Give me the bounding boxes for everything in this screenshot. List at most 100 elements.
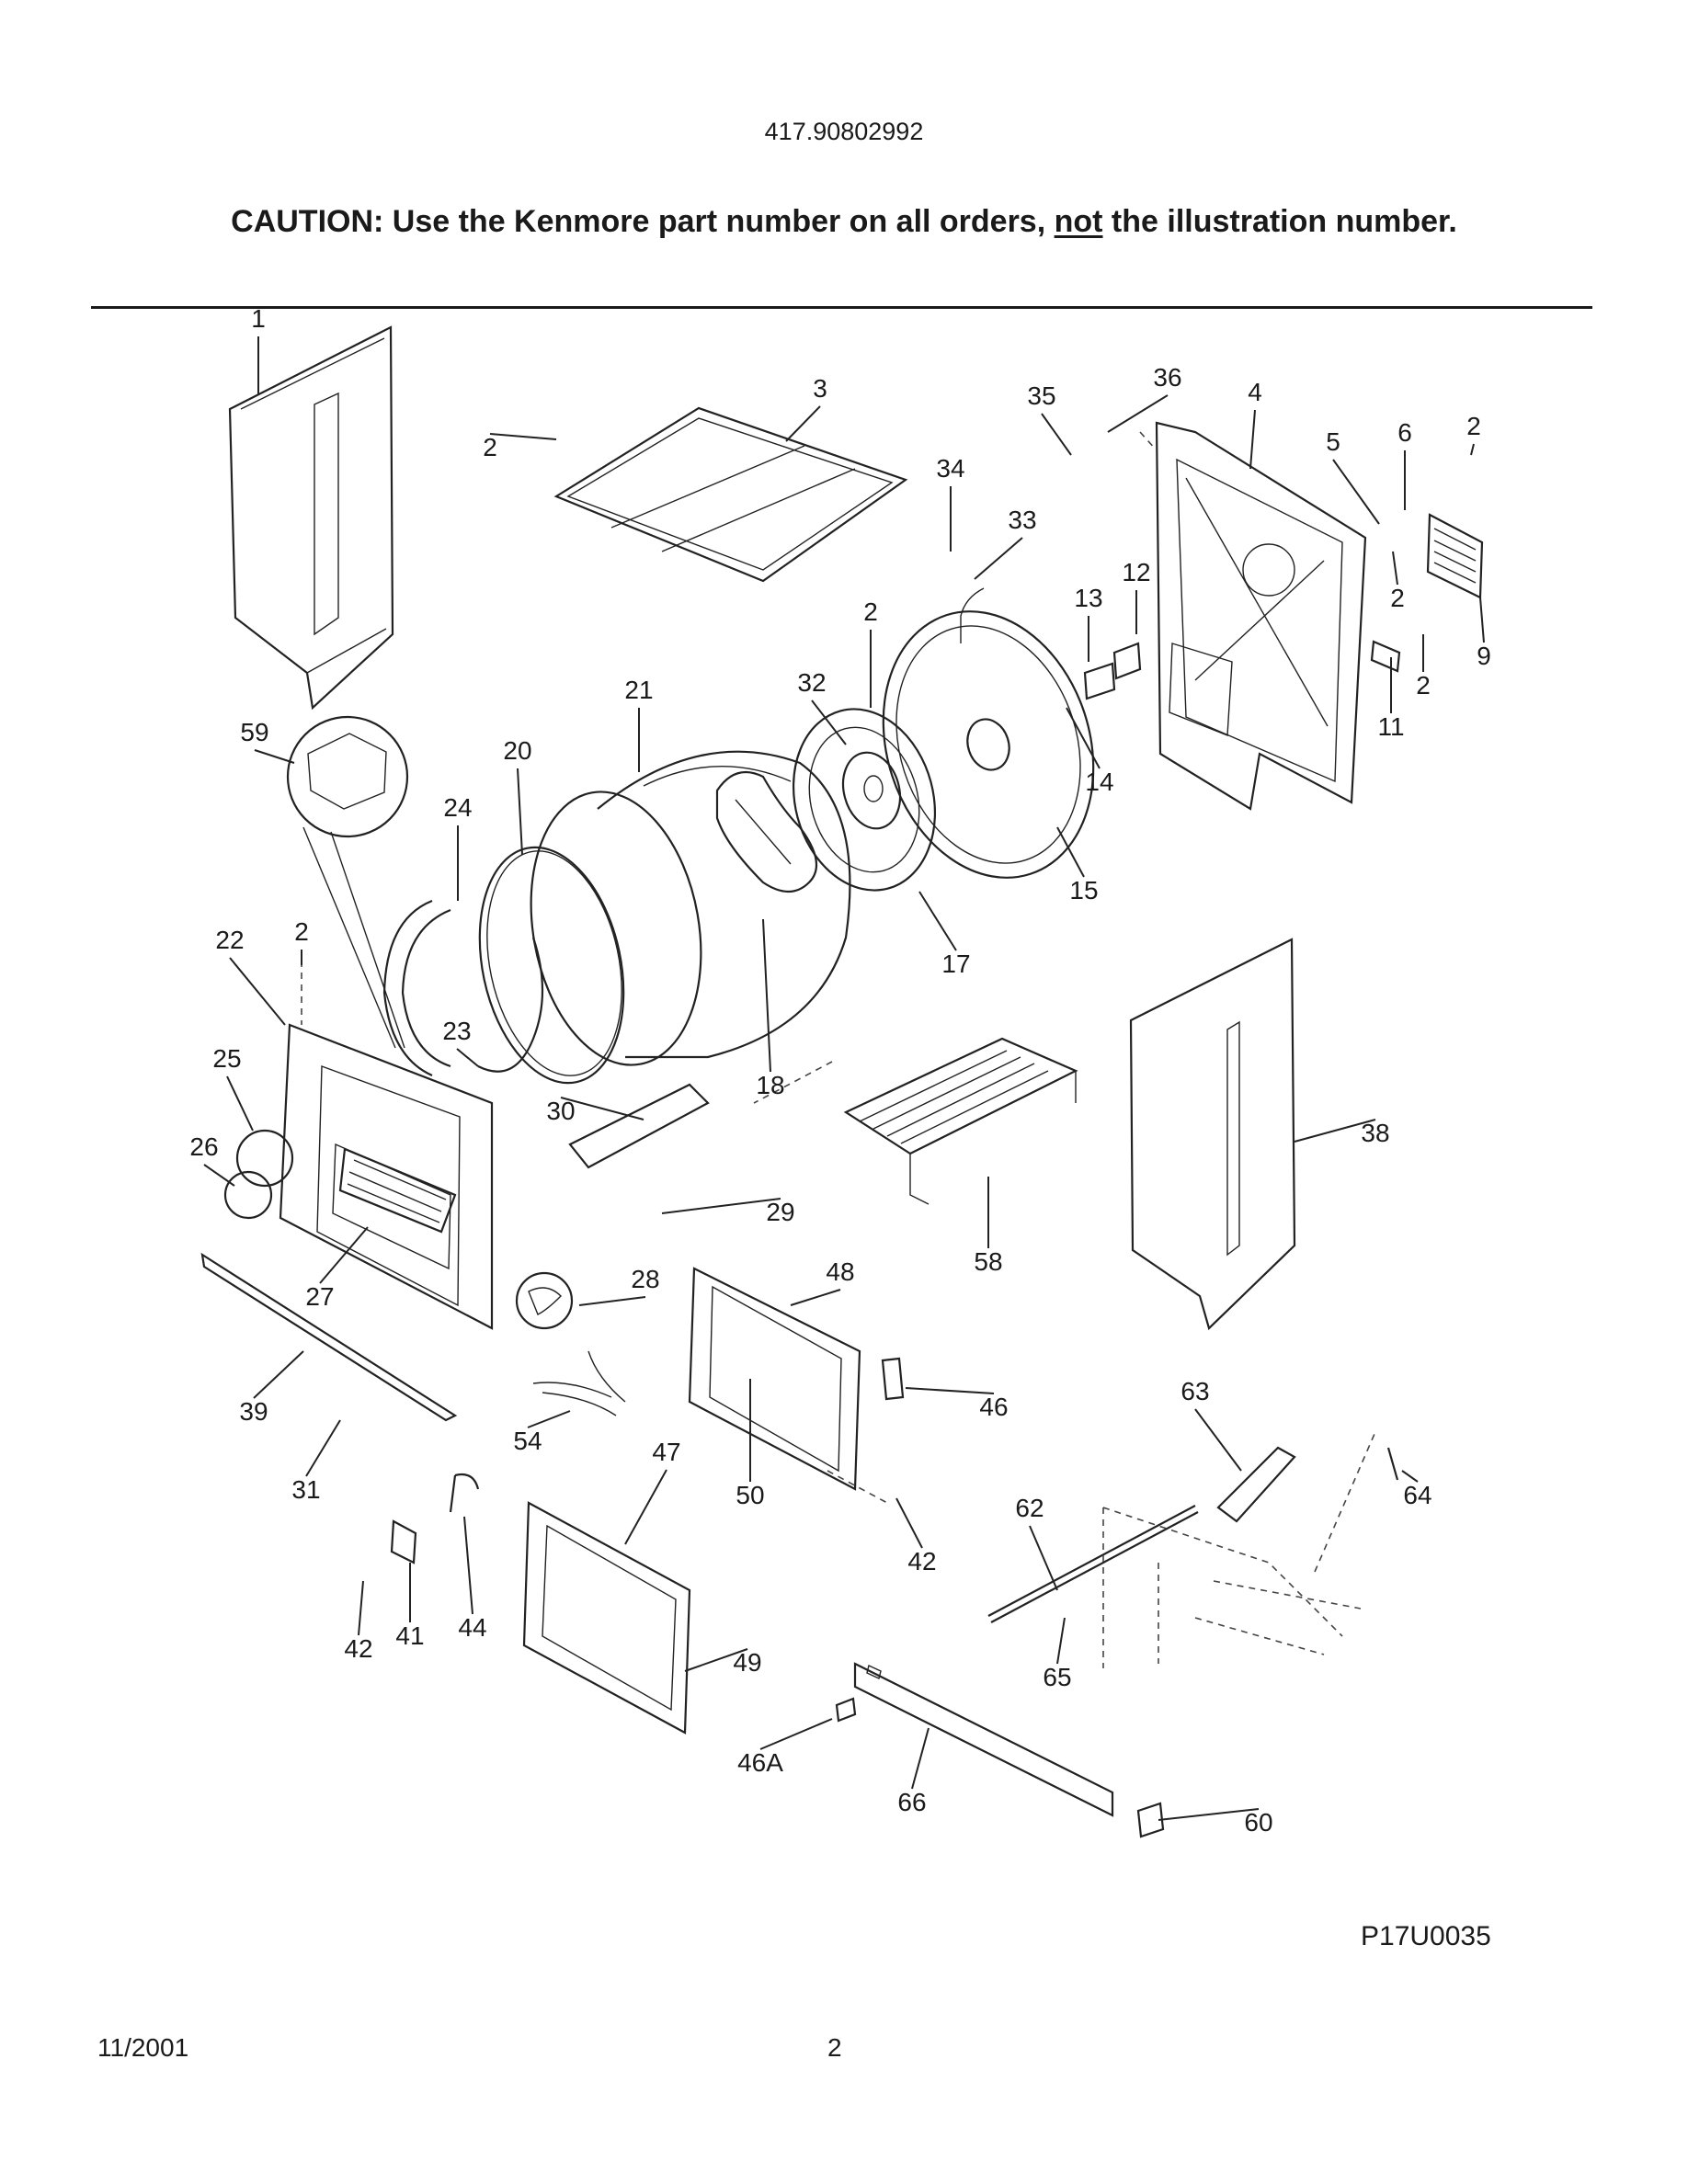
lint-duct-bracket xyxy=(568,1083,710,1169)
callout-label-c24: 24 xyxy=(443,793,472,822)
callout-label-c60: 60 xyxy=(1244,1808,1272,1837)
callout-label-c29: 29 xyxy=(766,1198,794,1226)
callout-leader-c38 xyxy=(1294,1119,1376,1143)
wire-harness xyxy=(532,1350,626,1416)
hinge-and-clip xyxy=(390,1473,480,1564)
callout-label-c49: 49 xyxy=(733,1648,761,1677)
vent-cover xyxy=(1426,513,1484,599)
callout-label-c30: 30 xyxy=(546,1097,575,1125)
callout-label-c42a: 42 xyxy=(907,1547,936,1575)
callout-label-c18: 18 xyxy=(756,1071,784,1099)
callout-label-c11: 11 xyxy=(1377,712,1404,741)
callout-label-c46: 46 xyxy=(979,1393,1008,1421)
felt-seal xyxy=(382,899,544,1077)
callout-label-c38: 38 xyxy=(1361,1119,1389,1147)
callout-label-c25: 25 xyxy=(212,1044,241,1073)
callout-label-c2d: 2 xyxy=(1390,584,1405,612)
thermostat-brackets xyxy=(1083,642,1142,700)
callout-leader-c20 xyxy=(517,768,523,856)
callout-label-c33: 33 xyxy=(1008,506,1036,534)
drum-baffles xyxy=(715,770,818,893)
callout-leader-c2b xyxy=(1470,443,1475,456)
callout-label-c66: 66 xyxy=(897,1788,926,1816)
callout-leader-c62 xyxy=(1029,1525,1058,1591)
callout-leader-c31 xyxy=(305,1419,341,1477)
callout-label-c54: 54 xyxy=(513,1427,542,1455)
callout-leader-c64 xyxy=(1401,1470,1419,1483)
callout-leader-c63 xyxy=(1194,1408,1242,1472)
callout-label-c32: 32 xyxy=(797,668,826,697)
callout-leader-c15 xyxy=(1056,826,1085,878)
rear-bulkhead xyxy=(1155,421,1367,811)
sensor-inset xyxy=(515,1271,574,1330)
callout-label-c35: 35 xyxy=(1027,381,1055,410)
callout-label-c4: 4 xyxy=(1248,378,1262,406)
callout-leader-c44 xyxy=(463,1516,473,1615)
drying-rack xyxy=(843,1037,1078,1205)
door-outer-panel xyxy=(688,1267,861,1491)
drum xyxy=(530,750,851,1066)
callout-leader-c32 xyxy=(811,700,847,745)
callout-label-c2c: 2 xyxy=(863,597,878,626)
door-inner-panel xyxy=(522,1501,691,1735)
callout-leader-c60 xyxy=(1158,1808,1260,1821)
header-divider xyxy=(91,306,1592,309)
callout-label-c59: 59 xyxy=(240,718,268,746)
callout-leader-c28 xyxy=(578,1296,646,1306)
callout-label-c46A: 46A xyxy=(737,1748,783,1777)
footer-page-number: 2 xyxy=(827,2033,842,2062)
drum-rear-wheel xyxy=(882,587,1095,879)
callout-label-c2f: 2 xyxy=(294,917,309,946)
callout-label-c20: 20 xyxy=(503,736,531,765)
callout-leader-c65 xyxy=(1056,1617,1066,1665)
callout-label-c13: 13 xyxy=(1074,584,1102,612)
door-switch-inset xyxy=(286,715,409,1049)
door-catch xyxy=(881,1357,905,1401)
callout-leader-c27 xyxy=(319,1226,369,1284)
callout-leader-c66 xyxy=(911,1727,930,1790)
callout-label-c2e: 2 xyxy=(1416,671,1431,700)
callout-label-c27: 27 xyxy=(305,1282,334,1311)
callout-leader-c17 xyxy=(918,891,957,951)
callout-leader-c5 xyxy=(1332,459,1380,525)
callout-leader-c49 xyxy=(684,1648,748,1672)
callout-leader-c48 xyxy=(790,1289,841,1306)
callout-leader-c59 xyxy=(254,749,295,764)
fastener-guides xyxy=(301,431,1375,1573)
callout-label-c1: 1 xyxy=(251,304,266,333)
callout-leader-c22 xyxy=(229,957,286,1026)
callout-leader-c39 xyxy=(253,1350,304,1399)
callout-label-c5: 5 xyxy=(1326,427,1340,456)
callout-label-c65: 65 xyxy=(1043,1663,1071,1691)
callout-label-c58: 58 xyxy=(974,1247,1002,1276)
callout-leader-c36 xyxy=(1107,394,1169,433)
callout-leader-c29 xyxy=(661,1198,781,1214)
caution-text-suffix: the illustration number. xyxy=(1102,204,1457,239)
footer-date: 11/2001 xyxy=(97,2033,189,2062)
side-panel-right xyxy=(1129,938,1296,1331)
callout-leader-c30 xyxy=(560,1097,644,1120)
callout-leader-c2d xyxy=(1392,551,1398,586)
callout-leader-c25 xyxy=(226,1075,254,1132)
callout-label-c28: 28 xyxy=(631,1265,659,1293)
callout-label-c3: 3 xyxy=(813,374,827,403)
caution-emphasis: not xyxy=(1054,204,1103,239)
callout-label-c39: 39 xyxy=(239,1397,268,1426)
callout-label-c23: 23 xyxy=(442,1017,471,1045)
callout-label-c44: 44 xyxy=(458,1613,486,1642)
callout-label-c41: 41 xyxy=(395,1621,424,1650)
callout-label-c6: 6 xyxy=(1397,418,1412,447)
side-panel-left xyxy=(228,325,394,711)
callout-leader-c9 xyxy=(1479,597,1485,643)
callout-leader-c4 xyxy=(1249,409,1256,470)
callout-leader-c18 xyxy=(762,918,771,1073)
callout-leader-c42b xyxy=(358,1580,364,1636)
switch-plate xyxy=(1370,640,1401,673)
top-cover xyxy=(553,406,908,583)
caution-note: CAUTION: Use the Kenmore part number on … xyxy=(0,204,1688,240)
callout-label-c64: 64 xyxy=(1403,1481,1431,1509)
callout-label-c14: 14 xyxy=(1085,768,1113,796)
callout-leader-c3 xyxy=(785,405,821,442)
